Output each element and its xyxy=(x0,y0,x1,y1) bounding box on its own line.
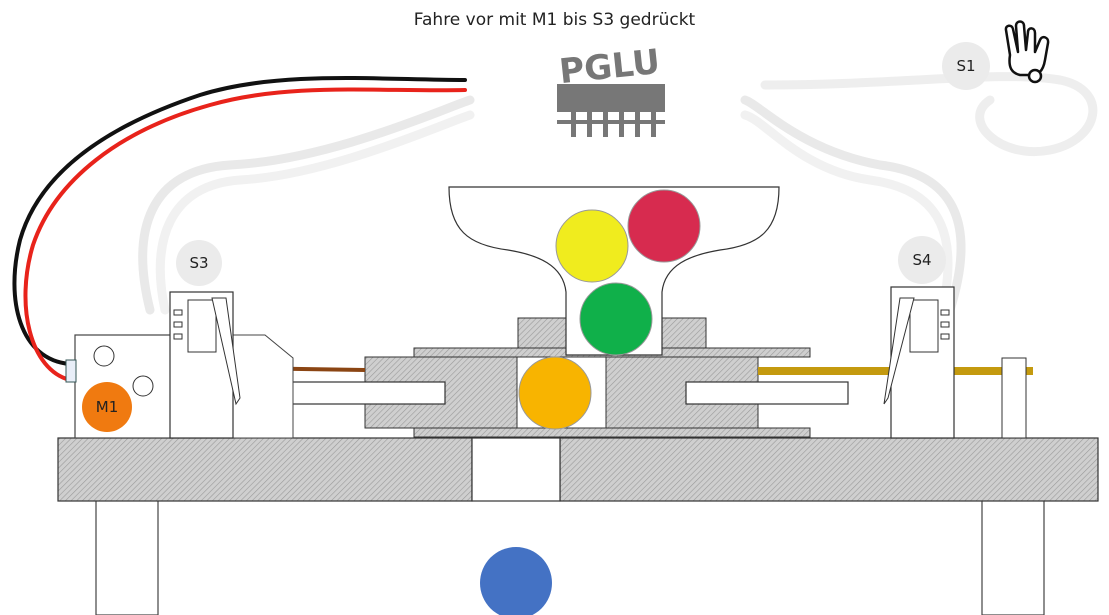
s3-pin-1 xyxy=(173,309,183,316)
pglu-logo: PGLU xyxy=(557,42,665,137)
motor-screw-2 xyxy=(132,375,154,397)
s3-pin-2 xyxy=(173,321,183,328)
motor-label: M1 xyxy=(95,398,119,416)
sensor-label-s3: S3 xyxy=(189,254,209,272)
sensor-badge-s3: S3 xyxy=(176,240,222,286)
motor-screw-1 xyxy=(93,345,115,367)
instruction-text: Fahre vor mit M1 bis S3 gedrückt xyxy=(413,10,696,30)
ball-blue xyxy=(480,547,552,615)
drop-chute xyxy=(471,437,561,502)
sensor-label-s4: S4 xyxy=(912,251,932,269)
motor-badge: M1 xyxy=(82,382,132,432)
finger-press-icon xyxy=(1004,20,1050,84)
sensor-label-s1: S1 xyxy=(956,57,976,75)
motor-wires xyxy=(12,76,467,382)
switch-s4-button xyxy=(909,299,939,353)
base-plate-right xyxy=(559,437,1099,502)
s4-pin-2 xyxy=(940,321,950,328)
switch-s3-lever xyxy=(211,297,241,406)
motor-connector xyxy=(65,359,77,383)
rod-post xyxy=(1001,357,1027,439)
ball-red xyxy=(627,189,701,263)
black-wire xyxy=(12,76,467,366)
ball-green xyxy=(579,282,653,356)
switch-s4-lever xyxy=(883,297,915,405)
left-pusher xyxy=(272,381,446,405)
s4-pin-1 xyxy=(940,309,950,316)
ball-orange xyxy=(518,356,592,430)
right-pusher xyxy=(685,381,849,405)
red-wire xyxy=(23,87,467,382)
table-leg-left xyxy=(95,499,159,615)
lower-rail xyxy=(413,427,811,438)
s4-pin-3 xyxy=(940,333,950,340)
switch-s3-button xyxy=(187,299,217,353)
sensor-badge-s4: S4 xyxy=(898,236,946,284)
table-leg-right xyxy=(981,499,1045,615)
ball-yellow xyxy=(555,209,629,283)
ghost-wires xyxy=(138,72,1098,325)
sensor-badge-s1[interactable]: S1 xyxy=(942,42,990,90)
base-plate-left xyxy=(57,437,473,502)
s3-pin-3 xyxy=(173,333,183,340)
